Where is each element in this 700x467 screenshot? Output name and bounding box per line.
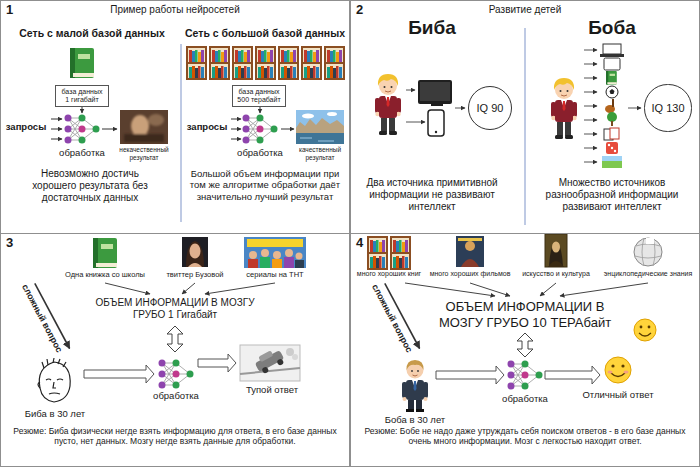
database-label: база данных 500 терабайт: [236, 88, 282, 104]
panel-4-art: [367, 234, 662, 412]
iq-circle: IQ 130: [644, 84, 691, 131]
iq-value: IQ 130: [651, 102, 684, 114]
result-caption: некачественный результат: [115, 146, 173, 162]
process-label: обработка: [59, 147, 105, 158]
process-label: обработка: [153, 390, 199, 401]
summary-text: Невозможно достичь хорошего результата б…: [25, 168, 155, 204]
person-caption: Боба в 30 лет: [385, 414, 445, 425]
summary-text: Резюме: Бобе не надо даже утруждать себя…: [355, 426, 695, 446]
input-label: запросы: [6, 121, 47, 132]
database-box: база данных 1 гигабайт: [55, 85, 109, 107]
panel-number: 1: [6, 3, 13, 18]
column-heading: Сеть с малой базой данных: [19, 27, 165, 40]
source-caption: твиттер Бузовой: [166, 270, 223, 279]
iq-circle: IQ 90: [468, 86, 512, 130]
column-heading: Сеть с большой базой данных: [185, 27, 345, 40]
summary-text: Множество источников разнообразной инфор…: [532, 177, 692, 213]
person-caption: Биба в 30 лет: [25, 408, 85, 419]
source-caption: сериалы на ТНТ: [246, 270, 303, 279]
process-label: обработка: [502, 393, 548, 404]
source-caption: энциклопедические знания: [604, 270, 692, 278]
iq-value: IQ 90: [477, 102, 504, 114]
question-label: сложный вопрос: [369, 282, 414, 354]
panel-title: Пример работы нейросетей: [1, 4, 349, 16]
panel-number: 3: [6, 236, 13, 251]
panel-title: Развитие детей: [351, 4, 699, 16]
panel-3-art: [35, 237, 306, 402]
question-label: сложный вопрос: [19, 282, 64, 354]
source-caption: искусство и культура: [522, 270, 590, 278]
summary-text: Два источника примитивной информации не …: [362, 177, 502, 213]
panel-number: 2: [356, 3, 363, 18]
input-label: запросы: [187, 121, 228, 132]
source-caption: много хороших книг: [357, 270, 421, 278]
character-name: Боба: [588, 17, 636, 40]
answer-label: Отличный ответ: [582, 389, 653, 400]
source-caption: много хороших фильмов: [430, 270, 511, 278]
source-caption: Одна книжка со школы: [65, 270, 145, 279]
database-label: база данных 1 гигабайт: [59, 88, 105, 104]
panel-number: 4: [356, 236, 363, 251]
character-name: Биба: [408, 17, 456, 40]
process-label: обработка: [237, 147, 283, 158]
volume-text: ОБЪЕМ ИНФОРМАЦИИ В МОЗГУ ГРУБО 10 ТЕРАба…: [430, 299, 620, 330]
summary-text: Резюме: Биба физически негде взять инфор…: [5, 426, 345, 446]
database-box: база данных 500 терабайт: [232, 85, 286, 107]
volume-text: ОБЪЕМ ИНФОРМАЦИИ В МОЗГУ ГРУБО 1 Гигабай…: [95, 297, 255, 321]
result-caption: качественный результат: [293, 146, 347, 162]
summary-text: Большой объем информации при том же алго…: [183, 168, 347, 202]
answer-label: Тупой ответ: [246, 384, 298, 395]
